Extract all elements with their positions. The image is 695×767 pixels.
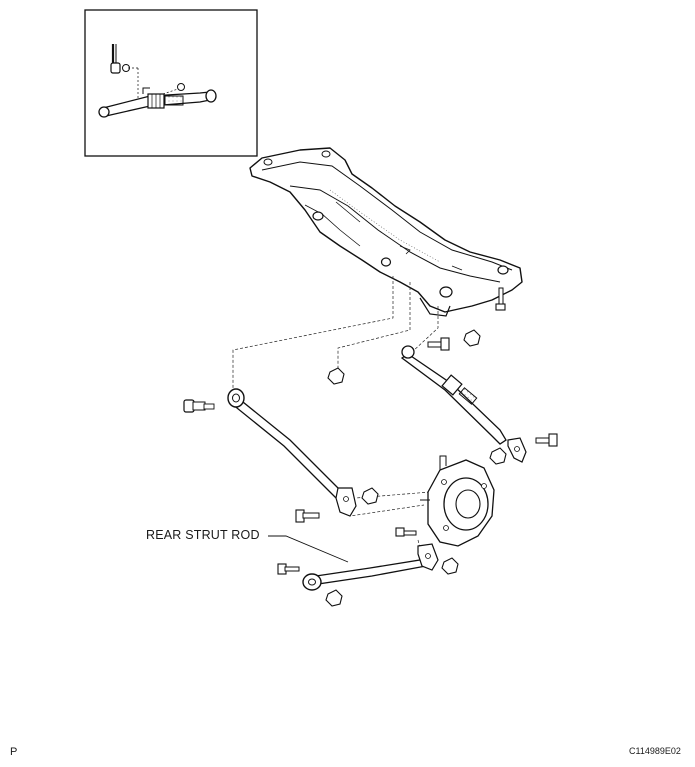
bolt <box>495 287 506 311</box>
bolt <box>183 399 215 413</box>
lower-control-arm <box>227 388 357 517</box>
figure-code: C114989E02 <box>629 746 681 756</box>
rear-strut-rod-label: REAR STRUT ROD <box>146 528 260 542</box>
rear-axle-carrier <box>420 455 495 547</box>
bolt <box>427 337 450 351</box>
page-letter: P <box>10 746 18 758</box>
nut <box>463 329 481 347</box>
bolt <box>535 433 558 447</box>
nut <box>489 447 507 465</box>
bolt <box>395 527 417 537</box>
nut <box>361 487 379 505</box>
assembly-lines <box>232 276 439 549</box>
nut <box>327 367 345 385</box>
nut <box>325 589 343 607</box>
upper-control-arm <box>400 345 527 463</box>
rear-suspension-member <box>249 147 523 317</box>
rear-strut-rod <box>302 543 439 591</box>
nut <box>441 557 459 575</box>
bolt <box>277 563 300 575</box>
inset-detail-box <box>84 9 258 157</box>
bolt <box>295 509 320 523</box>
callout-leader-line <box>268 535 349 563</box>
